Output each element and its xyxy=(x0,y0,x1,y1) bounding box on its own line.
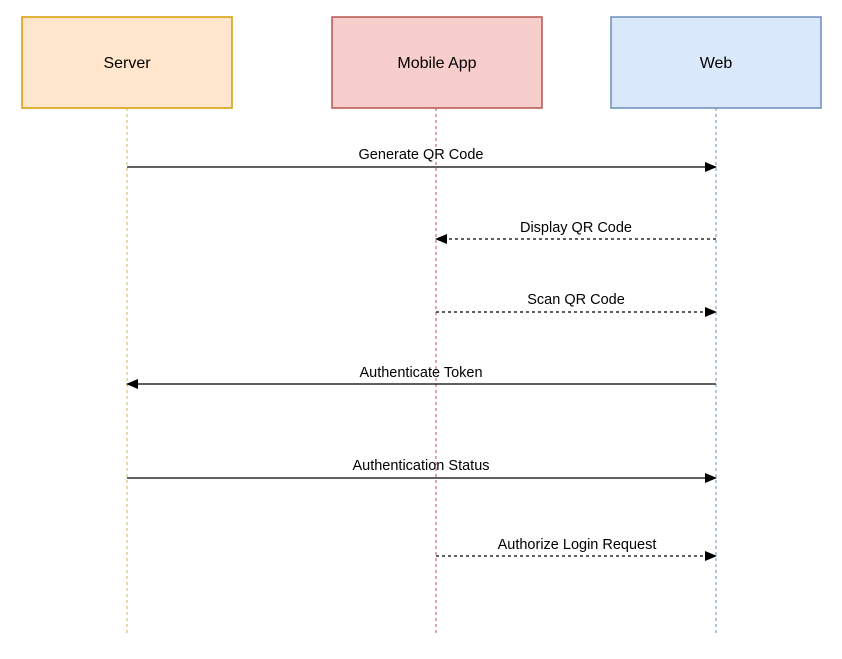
message-scan-qr-code: Scan QR Code xyxy=(436,292,717,317)
actor-box-server xyxy=(21,16,233,109)
actor-label-mobile: Mobile App xyxy=(397,55,476,72)
actor-box-web xyxy=(610,16,822,109)
message-label: Generate QR Code xyxy=(359,147,484,163)
message-label: Authentication Status xyxy=(352,458,489,474)
actor-label-server: Server xyxy=(103,55,151,72)
message-authorize-login-request: Authorize Login Request xyxy=(436,537,717,561)
messages: Generate QR Code Display QR Code Scan QR… xyxy=(126,147,717,561)
message-authentication-status: Authentication Status xyxy=(127,458,717,483)
message-label: Display QR Code xyxy=(520,220,632,236)
message-label: Authorize Login Request xyxy=(498,537,657,553)
actor-label-web: Web xyxy=(700,55,733,72)
actor-web: Web xyxy=(610,16,822,109)
message-label: Scan QR Code xyxy=(527,292,625,308)
message-display-qr-code: Display QR Code xyxy=(435,220,716,244)
actors: Server Mobile App Web xyxy=(21,16,822,109)
actor-server: Server xyxy=(21,16,233,109)
message-label: Authenticate Token xyxy=(359,365,482,381)
actor-box-mobile xyxy=(331,16,543,109)
actor-mobile: Mobile App xyxy=(331,16,543,109)
lifelines xyxy=(126,108,717,634)
message-authenticate-token: Authenticate Token xyxy=(126,365,716,389)
message-generate-qr-code: Generate QR Code xyxy=(127,147,717,172)
